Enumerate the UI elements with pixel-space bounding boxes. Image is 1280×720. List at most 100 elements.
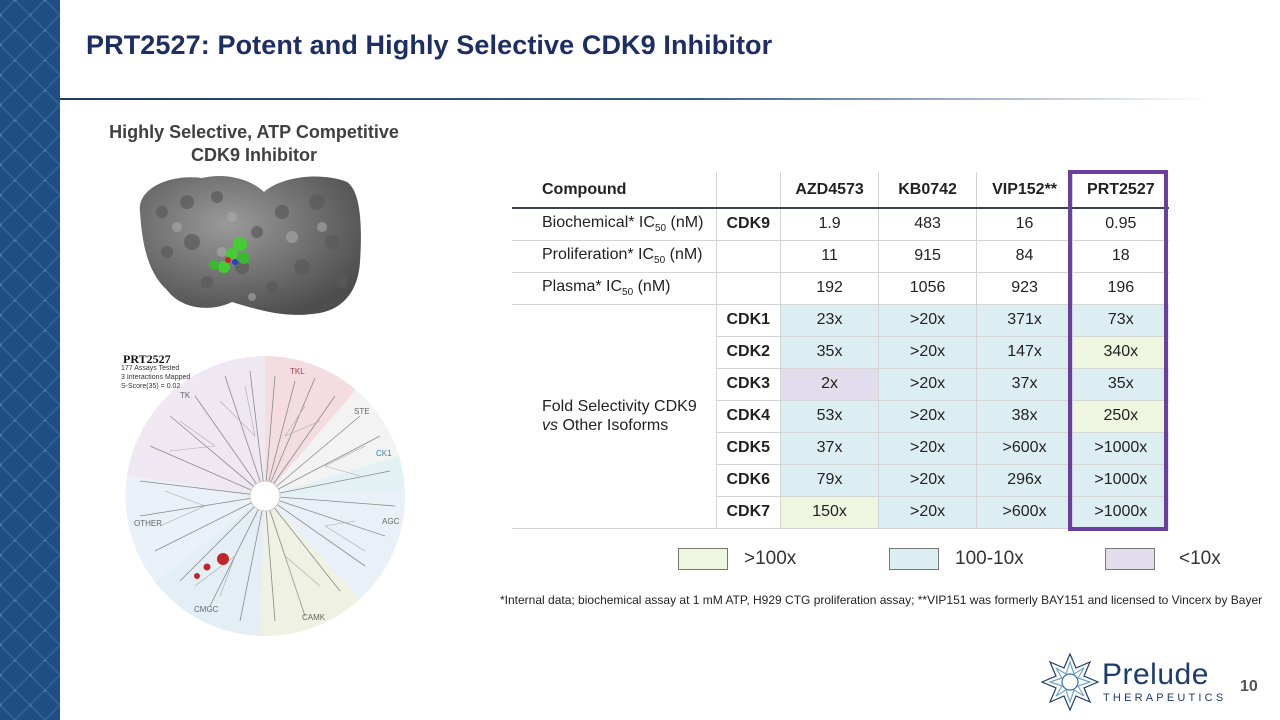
slide-title: PRT2527: Potent and Highly Selective CDK… [86, 30, 773, 60]
table-cell: 1.9 [780, 208, 880, 241]
table-cell: 37x [976, 368, 1074, 401]
kinome-tree-diagram: TKL STE CK1 AGC CAMK CMGC OTHER TK PRT25… [118, 350, 412, 640]
kinome-info-line-2: 3 Interactions Mapped [121, 374, 191, 381]
table-cell: 1056 [878, 272, 978, 305]
table-cell: >20x [878, 432, 978, 465]
target-cdk9: CDK9 [716, 208, 782, 241]
legend-swatch-green [678, 548, 728, 570]
row-label-proliferation: Proliferation* IC50 (nM) [512, 240, 717, 273]
isoform-label: CDK1 [716, 304, 782, 337]
table-cell: >20x [878, 400, 978, 433]
header-compound: Compound [512, 172, 717, 209]
legend-item-purple: <10x [1105, 547, 1221, 571]
table-cell: >20x [878, 464, 978, 497]
isoform-label: CDK7 [716, 496, 782, 529]
table-cell: 23x [780, 304, 880, 337]
table-cell: 296x [976, 464, 1074, 497]
selectivity-table: Compound AZD4573 KB0742 VIP152** PRT2527… [512, 172, 1169, 529]
kinome-info-line-1: 177 Assays Tested [121, 365, 180, 372]
svg-text:TK: TK [180, 391, 191, 400]
empty-cell [716, 272, 782, 305]
table-cell: >1000x [1072, 464, 1169, 497]
decorative-sidebar [0, 0, 60, 720]
table-cell: 79x [780, 464, 880, 497]
svg-text:TKL: TKL [290, 367, 305, 376]
table-cell: 0.95 [1072, 208, 1169, 241]
empty-cell [716, 240, 782, 273]
table-cell: 196 [1072, 272, 1169, 305]
svg-text:STE: STE [354, 407, 370, 416]
table-cell: >20x [878, 336, 978, 369]
footnote: *Internal data; biochemical assay at 1 m… [500, 593, 1263, 607]
logo-tagline: THERAPEUTICS [1103, 692, 1227, 704]
table-cell: 250x [1072, 400, 1169, 433]
table-cell: >20x [878, 496, 978, 529]
page-number: 10 [1240, 678, 1258, 695]
table-cell: 192 [780, 272, 880, 305]
table-cell: 923 [976, 272, 1074, 305]
table-cell: >20x [878, 368, 978, 401]
table-cell: 371x [976, 304, 1074, 337]
table-cell: >20x [878, 304, 978, 337]
table-cell: 340x [1072, 336, 1169, 369]
logo-wordmark: Prelude [1102, 658, 1209, 691]
subtitle-line-2: CDK9 Inhibitor [191, 145, 317, 165]
table-cell: >1000x [1072, 432, 1169, 465]
table-cell: 53x [780, 400, 880, 433]
fold-label-line-1: Fold Selectivity CDK9 [542, 398, 697, 415]
legend-swatch-purple [1105, 548, 1155, 570]
kinome-compound-label: PRT2527 [123, 352, 171, 366]
table-cell: 84 [976, 240, 1074, 273]
row-label-plasma: Plasma* IC50 (nM) [512, 272, 717, 305]
table-cell: 35x [1072, 368, 1169, 401]
table-cell: 35x [780, 336, 880, 369]
table-cell: 147x [976, 336, 1074, 369]
ligand-molecule [209, 237, 250, 273]
svg-text:CAMK: CAMK [302, 613, 326, 622]
table-cell: 150x [780, 496, 880, 529]
title-divider [60, 98, 1210, 100]
protein-structure-image [132, 172, 362, 318]
svg-text:CMGC: CMGC [194, 605, 219, 614]
svg-text:AGC: AGC [382, 517, 400, 526]
svg-text:CK1: CK1 [376, 449, 392, 458]
table-row-proliferation: Proliferation* IC50 (nM) 11 915 84 18 [512, 240, 1169, 273]
isoform-label: CDK4 [716, 400, 782, 433]
table-cell: 915 [878, 240, 978, 273]
table-cell: 18 [1072, 240, 1169, 273]
table-cell: >1000x [1072, 496, 1169, 529]
logo-mark [1040, 652, 1100, 712]
subtitle-line-1: Highly Selective, ATP Competitive [109, 122, 399, 142]
table-cell: 73x [1072, 304, 1169, 337]
fold-label-line-2: vs Other Isoforms [542, 417, 669, 434]
isoform-label: CDK2 [716, 336, 782, 369]
table-cell: 2x [780, 368, 880, 401]
header-prt2527: PRT2527 [1072, 172, 1169, 209]
svg-text:OTHER: OTHER [134, 519, 162, 528]
isoform-label: CDK6 [716, 464, 782, 497]
table-cell: 483 [878, 208, 978, 241]
table-row-biochemical: Biochemical* IC50 (nM) CDK9 1.9 483 16 0… [512, 208, 1169, 241]
kinome-info-line-3: S-Score(35) = 0.02 [121, 383, 181, 390]
section-subtitle: Highly Selective, ATP Competitive CDK9 I… [84, 121, 424, 167]
header-target [716, 172, 782, 209]
table-cell: >600x [976, 432, 1074, 465]
header-azd4573: AZD4573 [780, 172, 880, 209]
table-row-plasma: Plasma* IC50 (nM) 192 1056 923 196 [512, 272, 1169, 305]
prelude-logo: Prelude THERAPEUTICS [1036, 652, 1223, 714]
header-vip152: VIP152** [976, 172, 1074, 209]
table-cell: 38x [976, 400, 1074, 433]
kinome-assay-info: 177 Assays Tested 3 Interactions Mapped … [121, 364, 190, 391]
row-label-biochemical: Biochemical* IC50 (nM) [512, 208, 717, 241]
table-cell: 16 [976, 208, 1074, 241]
table-cell: >600x [976, 496, 1074, 529]
table-cell: 37x [780, 432, 880, 465]
header-kb0742: KB0742 [878, 172, 978, 209]
